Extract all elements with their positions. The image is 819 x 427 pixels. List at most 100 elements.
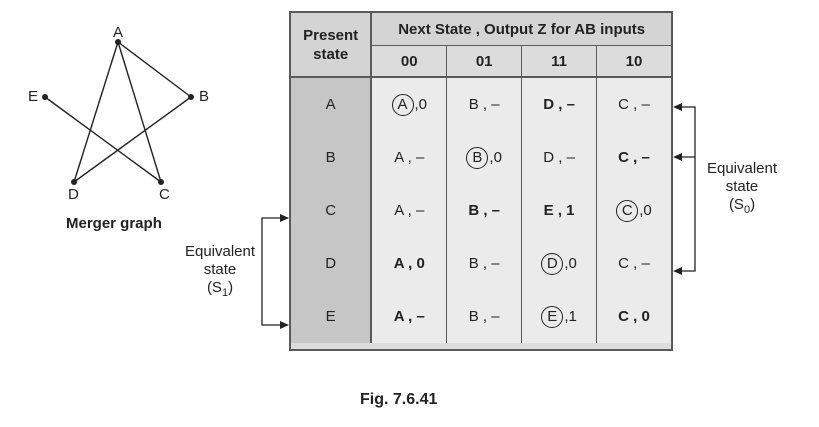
next-state-value: E (541, 305, 564, 328)
state-table: Present state Next State , Output Z for … (289, 11, 673, 351)
next-state-value: E (543, 202, 554, 219)
output-value: 0 (641, 308, 650, 325)
output-value: – (641, 149, 650, 166)
output-value: – (566, 149, 575, 166)
next-state-cell: B,0 (446, 131, 523, 184)
eq-right-close: ) (750, 196, 756, 213)
output-value: – (491, 308, 500, 325)
present-state-cell: C (291, 184, 373, 237)
present-state-cell: E (291, 290, 373, 343)
output-value: 1 (568, 307, 577, 325)
output-value: 0 (493, 148, 502, 166)
eq-left-s: (S (206, 279, 222, 296)
output-value: 0 (643, 201, 652, 219)
next-state-cell: B , – (446, 237, 523, 290)
next-state-value: C (618, 149, 629, 166)
arrow-right-b (673, 153, 682, 161)
next-state-cell: B , – (446, 77, 523, 131)
next-state-cell: C , 0 (596, 290, 671, 343)
next-state-cell: C,0 (596, 184, 671, 237)
graph-edges (44, 41, 192, 183)
output-value: – (641, 96, 650, 113)
bracket-left (261, 217, 288, 326)
next-state-cell: D , – (521, 131, 598, 184)
next-state-header: Next State , Output Z for AB inputs (371, 13, 671, 46)
next-state-cell: B , – (446, 290, 523, 343)
arrow-left-c (280, 214, 289, 222)
equivalent-state-s0-label: Equivalent state (S0) (700, 160, 784, 219)
node-label-b: B (199, 88, 210, 105)
figure-caption: Fig. 7.6.41 (360, 391, 438, 408)
next-state-value: B (468, 308, 479, 325)
output-value: 0 (568, 254, 577, 272)
output-value: – (641, 255, 650, 272)
next-state-value: C (616, 199, 639, 222)
next-state-value: B (466, 146, 489, 169)
next-state-value: A (394, 149, 404, 166)
eq-right-sub: 0 (743, 204, 751, 216)
node-label-a: A (113, 24, 124, 41)
next-state-value: D (541, 252, 564, 275)
next-state-value: C (618, 308, 629, 325)
eq-left-sub: 1 (221, 287, 229, 299)
arrow-left-e (280, 321, 289, 329)
output-value: – (566, 96, 575, 113)
eq-right-line1: Equivalent (706, 160, 778, 177)
output-value: 0 (418, 95, 428, 113)
next-state-cell: A , – (371, 290, 448, 343)
next-state-cell: C , – (596, 131, 671, 184)
eq-right-line3: (S0) (700, 196, 784, 219)
next-state-cell: D , – (521, 77, 598, 131)
node-label-c: C (159, 186, 170, 203)
next-state-cell: B , – (446, 184, 523, 237)
present-state-cell: B (291, 131, 373, 184)
edge-a-d (73, 41, 119, 183)
column-header: 10 (596, 45, 671, 78)
output-value: 1 (566, 202, 575, 219)
node-label-e: E (28, 88, 39, 105)
arrow-right-d (673, 267, 682, 275)
output-value: – (491, 202, 501, 219)
next-state-cell: E,1 (521, 290, 598, 343)
eq-right-line2: state (725, 178, 759, 195)
next-state-value: C (618, 96, 629, 113)
next-state-cell: C , – (596, 77, 671, 131)
next-state-value: D (543, 149, 555, 166)
edge-e-c (44, 96, 162, 183)
output-value: – (415, 149, 425, 166)
next-state-value: A (394, 202, 404, 219)
node-c (158, 179, 164, 185)
node-e (42, 94, 48, 100)
next-state-cell: E , 1 (521, 184, 598, 237)
arrow-right-a (673, 103, 682, 111)
column-header: 00 (371, 45, 448, 78)
equivalent-state-s1-label: Equivalent state (S1) (178, 243, 262, 302)
edge-a-b (117, 41, 192, 98)
present-state-cell: A (291, 77, 373, 131)
bracket-right (675, 106, 696, 272)
eq-left-line2: state (203, 261, 237, 278)
next-state-cell: A , 0 (371, 237, 448, 290)
next-state-value: B (468, 202, 480, 219)
eq-right-s: (S (728, 196, 744, 213)
next-state-value: D (543, 96, 555, 113)
node-a (115, 39, 121, 45)
next-state-value: B (468, 255, 479, 272)
output-value: – (416, 308, 425, 325)
eq-left-line1: Equivalent (184, 243, 256, 260)
next-state-cell: A,0 (371, 77, 448, 131)
present-state-header: Present state (291, 13, 373, 78)
merger-graph-caption: Merger graph (66, 215, 162, 232)
graph-nodes (42, 39, 194, 185)
edge-a-c (117, 41, 162, 183)
output-value: 0 (416, 255, 425, 272)
column-header: 11 (521, 45, 598, 78)
node-b (188, 94, 194, 100)
